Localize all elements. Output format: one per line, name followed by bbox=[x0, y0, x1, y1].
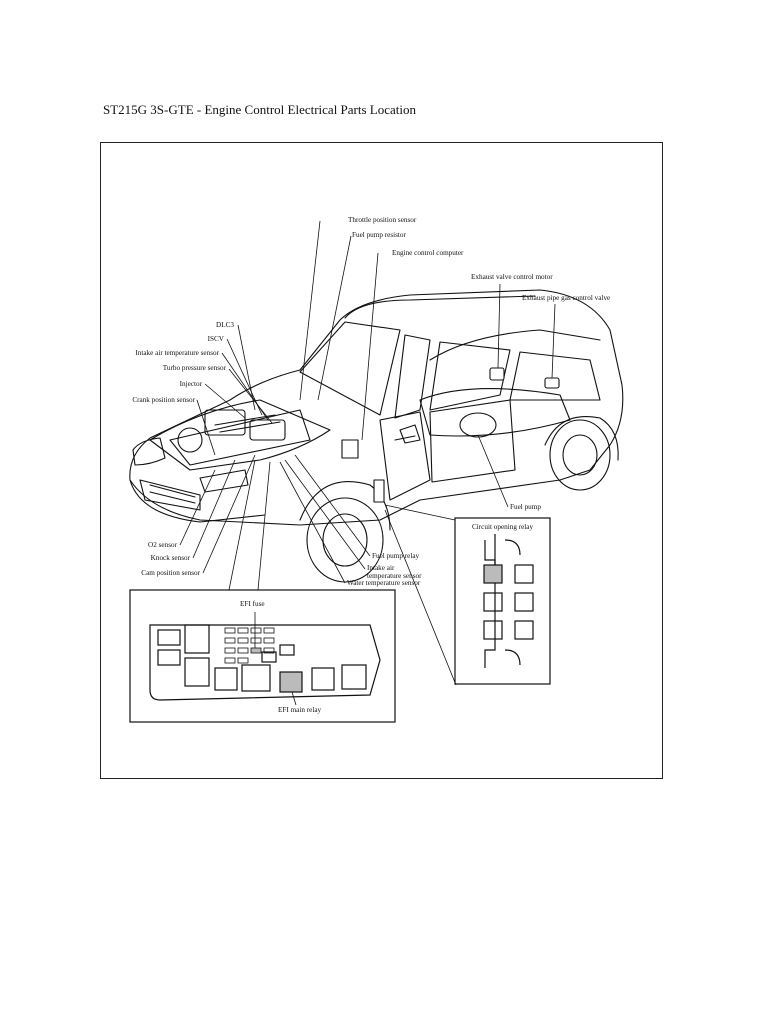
exhaust-pipe-valve-part bbox=[544, 377, 560, 389]
car-body-outline bbox=[129, 289, 624, 526]
label-efi-fuse: EFI fuse bbox=[240, 600, 265, 608]
door-handle-front bbox=[394, 435, 416, 441]
air-filter bbox=[177, 427, 203, 453]
figure-frame bbox=[100, 142, 663, 779]
label-fuel-pump-resistor: Fuel pump resistor bbox=[352, 231, 406, 239]
label-intake-air-bottom-1: Intake air bbox=[367, 564, 395, 572]
label-engine-control-computer: Engine control computer bbox=[392, 249, 464, 257]
circuit-opening-relay-detail bbox=[454, 517, 551, 685]
efi-main-relay-highlight bbox=[279, 671, 303, 693]
front-side-window bbox=[394, 334, 431, 419]
label-water-temperature-sensor: Water temperature sensor bbox=[347, 579, 421, 587]
label-efi-main-relay: EFI main relay bbox=[278, 706, 322, 714]
label-injector: Injector bbox=[179, 380, 202, 388]
label-intake-air-temperature-sensor-top: Intake air temperature sensor bbox=[135, 349, 219, 357]
rear-wheel-hub bbox=[562, 434, 598, 476]
hood bbox=[149, 399, 331, 471]
leader-lines bbox=[179, 220, 556, 686]
windshield bbox=[299, 321, 401, 416]
front-wheel-hub bbox=[322, 513, 368, 567]
label-throttle-position-sensor: Throttle position sensor bbox=[348, 216, 417, 224]
page-title: ST215G 3S-GTE - Engine Control Electrica… bbox=[103, 102, 417, 117]
rear-wheel bbox=[549, 419, 611, 491]
cargo-floor bbox=[419, 388, 571, 437]
label-intake-air-bottom-2: temperature sensor bbox=[367, 572, 422, 580]
label-fuel-pump-relay: Fuel pump relay bbox=[372, 552, 420, 560]
label-exhaust-pipe-gas-control-valve: Exhaust pipe gas control valve bbox=[522, 294, 611, 302]
circuit-opening-relay-highlight bbox=[483, 564, 503, 584]
label-fuel-pump: Fuel pump bbox=[510, 503, 541, 511]
label-crank-position-sensor: Crank position sensor bbox=[132, 396, 195, 404]
roof-rail-front bbox=[344, 295, 536, 319]
label-iscv: ISCV bbox=[207, 335, 224, 343]
exhaust-valve-motor-part bbox=[489, 367, 505, 381]
engine-control-computer-part bbox=[341, 439, 359, 459]
grille-bars bbox=[149, 484, 196, 504]
label-exhaust-valve-control-motor: Exhaust valve control motor bbox=[471, 273, 553, 281]
label-o2-sensor: O2 sensor bbox=[148, 541, 177, 549]
label-knock-sensor: Knock sensor bbox=[150, 554, 190, 562]
intake-manifold bbox=[204, 409, 246, 436]
label-cam-position-sensor: Cam position sensor bbox=[141, 569, 200, 577]
efi-fuse-highlight bbox=[250, 647, 262, 654]
label-circuit-opening-relay: Circuit opening relay bbox=[472, 523, 534, 531]
headlight-right bbox=[199, 469, 249, 493]
engine-lines bbox=[214, 414, 281, 433]
engine-cover bbox=[249, 419, 286, 441]
fuse-box-detail bbox=[129, 589, 396, 723]
relay-location-part bbox=[373, 479, 385, 503]
grille bbox=[139, 479, 201, 511]
label-turbo-pressure-sensor: Turbo pressure sensor bbox=[162, 364, 226, 372]
front-wheel bbox=[306, 497, 384, 583]
rear-side-window bbox=[429, 341, 511, 411]
front-door bbox=[379, 411, 431, 501]
front-bumper bbox=[129, 479, 266, 523]
label-dlc3: DLC3 bbox=[216, 321, 234, 329]
headlight-left bbox=[132, 437, 166, 466]
rear-wheel-arch bbox=[544, 416, 619, 461]
rear-door bbox=[429, 399, 516, 483]
roof-rail-rear bbox=[429, 329, 601, 361]
side-mirror bbox=[399, 424, 421, 444]
fuel-tank bbox=[459, 412, 497, 438]
quarter-window bbox=[509, 351, 601, 401]
